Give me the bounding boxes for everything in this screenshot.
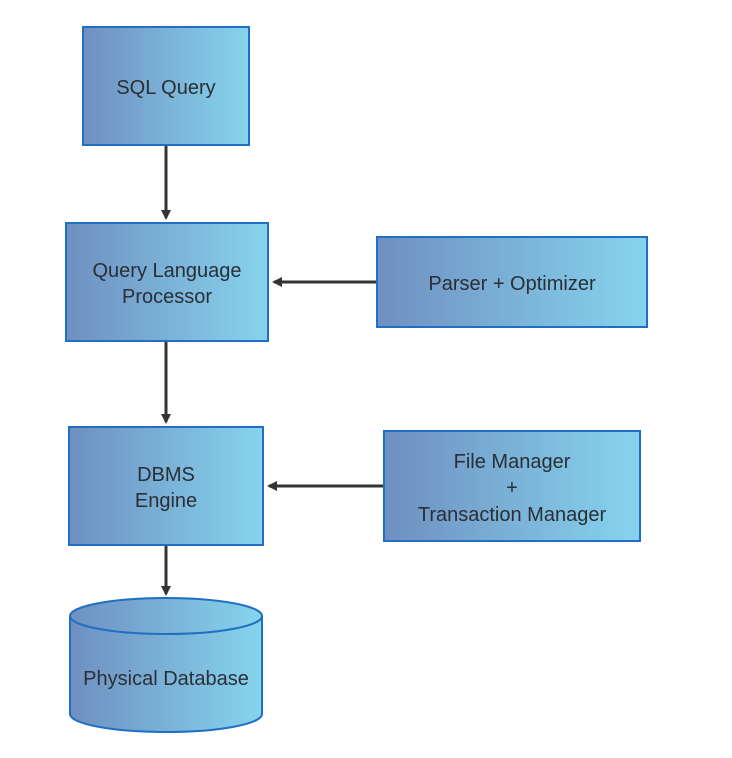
- physical-database-label: Physical Database: [83, 668, 249, 690]
- query-language-processor-label-line-2: Processor: [122, 286, 212, 308]
- sql-query-label: SQL Query: [116, 77, 215, 99]
- sql-query-node: SQL Query: [82, 26, 250, 146]
- parser-optimizer-label: Parser + Optimizer: [428, 273, 596, 295]
- dbms-engine-label-line-1: DBMS: [137, 464, 195, 486]
- dbms-engine-node: DBMS Engine: [68, 426, 264, 546]
- physical-database-node: Physical Database: [69, 597, 263, 733]
- query-language-processor-label-line-1: Query Language: [92, 260, 241, 282]
- plus-label: +: [506, 477, 518, 499]
- query-language-processor-node: Query Language Processor: [65, 222, 269, 342]
- dbms-engine-label-line-2: Engine: [135, 490, 197, 512]
- file-manager-label: File Manager: [454, 451, 571, 473]
- file-transaction-manager-node: File Manager + Transaction Manager: [383, 430, 641, 542]
- transaction-manager-label: Transaction Manager: [418, 504, 607, 526]
- parser-optimizer-node: Parser + Optimizer: [376, 236, 648, 328]
